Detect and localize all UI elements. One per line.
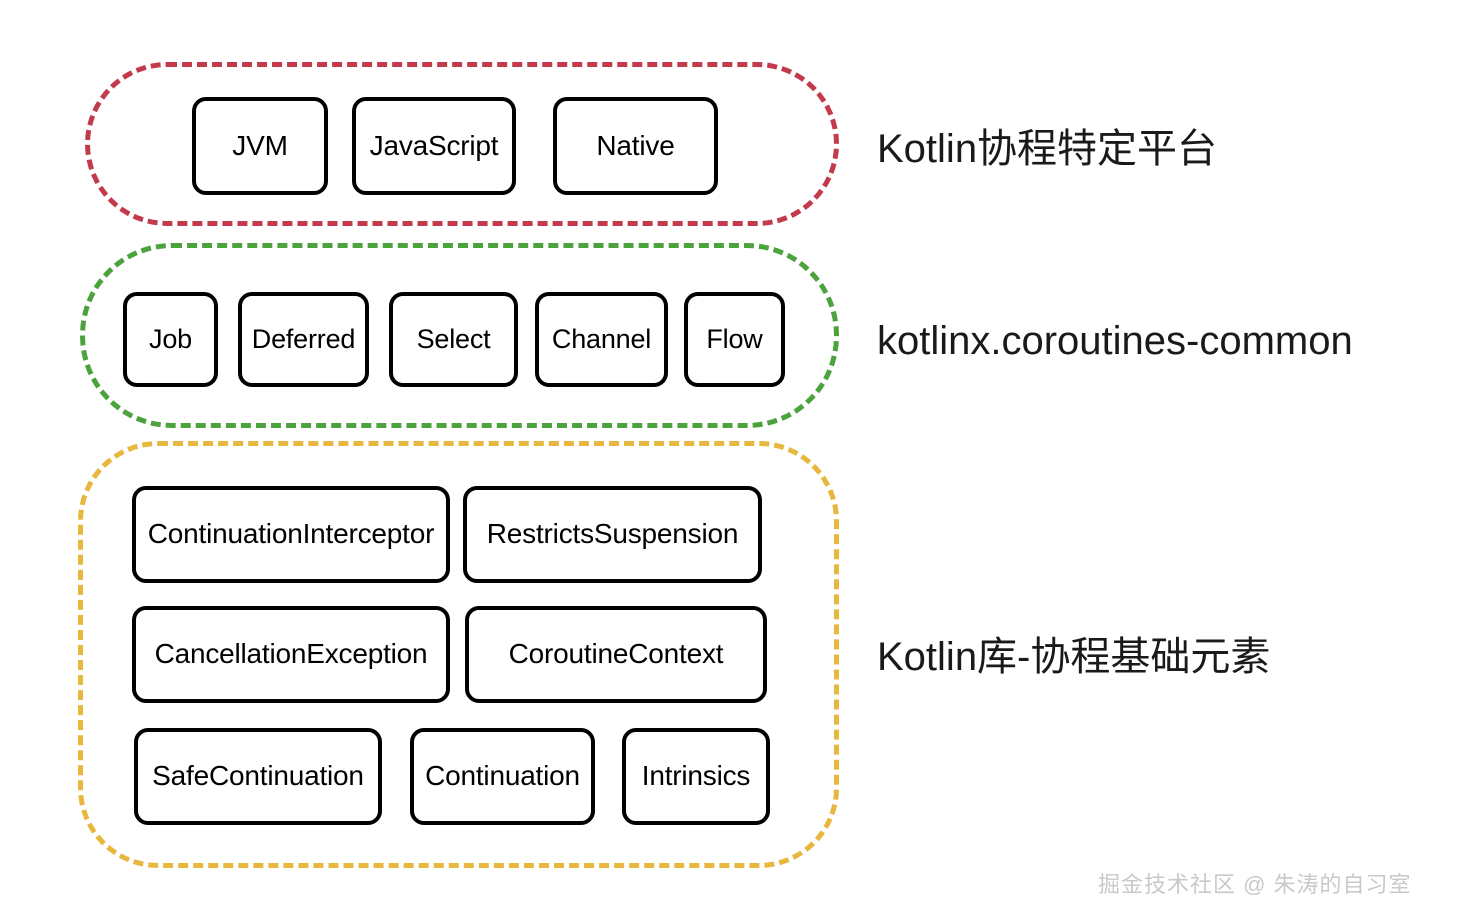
node-coroutinecontext[interactable]: CoroutineContext [465, 606, 767, 703]
node-job[interactable]: Job [123, 292, 218, 387]
group-container-platform [85, 62, 839, 226]
node-continuation[interactable]: Continuation [410, 728, 595, 825]
node-cancellationexception[interactable]: CancellationException [132, 606, 450, 703]
group-container-kotlin-stdlib [78, 441, 839, 868]
node-label: Select [416, 323, 491, 354]
node-native[interactable]: Native [553, 97, 718, 195]
node-restrictssuspension[interactable]: RestrictsSuspension [463, 486, 762, 583]
node-safecontinuation[interactable]: SafeContinuation [134, 728, 382, 825]
node-select[interactable]: Select [389, 292, 518, 387]
node-intrinsics[interactable]: Intrinsics [622, 728, 770, 825]
node-deferred[interactable]: Deferred [238, 292, 369, 387]
node-continuationinterceptor[interactable]: ContinuationInterceptor [132, 486, 450, 583]
group-caption-kotlin-stdlib: Kotlin库-协程基础元素 [877, 635, 1271, 679]
node-label: RestrictsSuspension [486, 518, 739, 550]
node-label: Deferred [251, 323, 356, 354]
node-label: JVM [232, 129, 288, 161]
node-label: CoroutineContext [508, 638, 724, 670]
group-caption-platform: Kotlin协程特定平台 [877, 127, 1218, 171]
node-label: SafeContinuation [152, 760, 364, 792]
node-jvm[interactable]: JVM [192, 97, 328, 195]
node-label: Continuation [425, 760, 580, 792]
node-label: JavaScript [369, 129, 499, 161]
node-channel[interactable]: Channel [535, 292, 668, 387]
node-label: CancellationException [154, 638, 428, 670]
node-label: Channel [551, 323, 652, 354]
group-container-coroutines-common [80, 243, 839, 428]
node-flow[interactable]: Flow [684, 292, 785, 387]
node-label: Flow [706, 323, 763, 354]
node-javascript[interactable]: JavaScript [352, 97, 516, 195]
group-caption-coroutines-common: kotlinx.coroutines-common [877, 319, 1353, 363]
watermark: 掘金技术社区 @ 朱涛的自习室 [1098, 872, 1412, 897]
node-label: Intrinsics [641, 760, 751, 792]
node-label: Native [596, 129, 675, 161]
node-label: ContinuationInterceptor [147, 518, 435, 550]
node-label: Job [149, 323, 192, 354]
